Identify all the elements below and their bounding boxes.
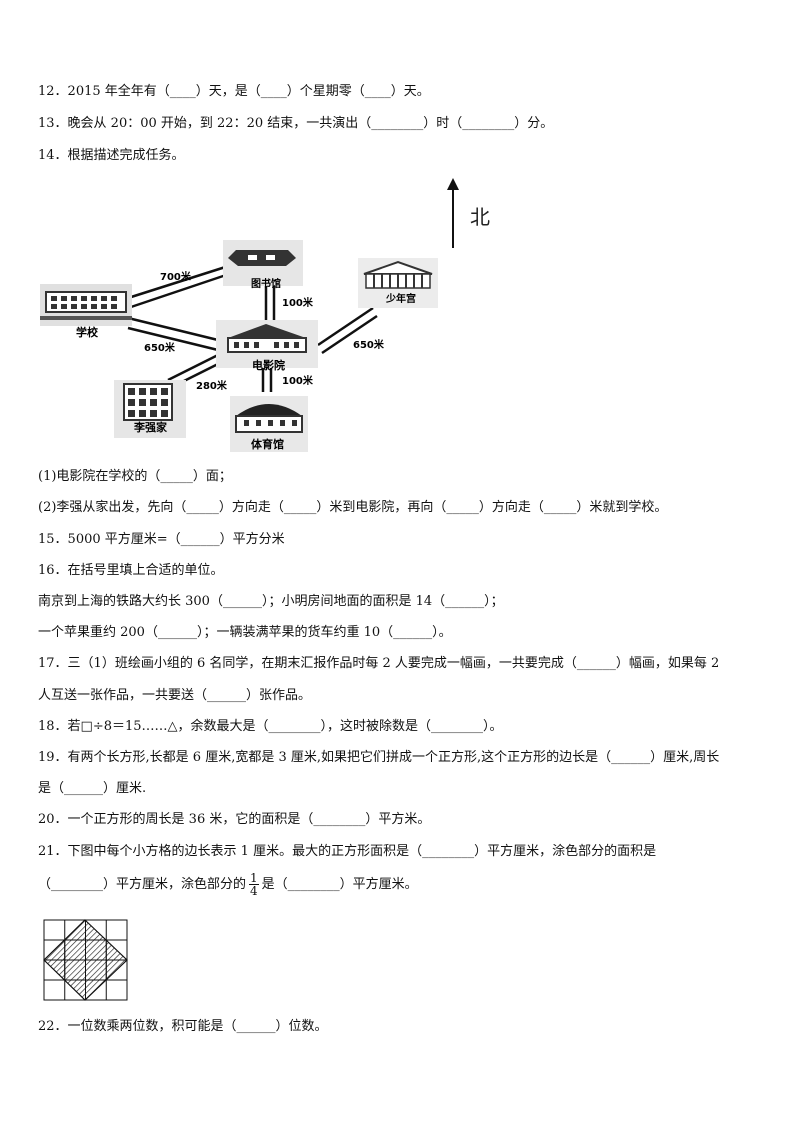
distance-cinema-gym: 100米 xyxy=(282,374,314,387)
youth-palace-building: 少年宫 xyxy=(358,258,438,308)
school-label: 学校 xyxy=(76,325,99,339)
school-building: 学校 xyxy=(40,284,132,339)
distance-cinema-youth: 650米 xyxy=(353,338,385,351)
youth-palace-label: 少年宫 xyxy=(385,292,416,305)
question-21-text-1: （________）平方厘米，涂色部分的 xyxy=(38,877,247,892)
fraction-numerator: 1 xyxy=(249,871,259,885)
question-12: 12．2015 年全年有（____）天，是（____）个星期零（____）天。 xyxy=(38,84,430,99)
distance-library-cinema: 100米 xyxy=(282,296,314,309)
question-19-line-a: 19．有两个长方形,长都是 6 厘米,宽都是 3 厘米,如果把它们拼成一个正方形… xyxy=(38,750,720,765)
cinema-label: 电影院 xyxy=(252,358,285,372)
question-14: 14．根据描述完成任务。 xyxy=(38,148,185,163)
question-16: 16．在括号里填上合适的单位。 xyxy=(38,563,224,578)
library-label: 图书馆 xyxy=(251,277,281,290)
question-13: 13．晚会从 20：00 开始，到 22：20 结束，一共演出（________… xyxy=(38,116,554,131)
question-17-line-a: 17．三（1）班绘画小组的 6 名同学，在期末汇报作品时每 2 人要完成一幅画，… xyxy=(38,656,720,671)
question-14-part-1: (1)电影院在学校的（_____）面； xyxy=(38,469,232,484)
question-18: 18．若□÷8＝15……△，余数最大是（________），这时被除数是（___… xyxy=(38,719,503,734)
distance-school-library: 700米 xyxy=(160,270,192,283)
question-20: 20．一个正方形的周长是 36 米，它的面积是（________）平方米。 xyxy=(38,812,431,827)
gym-building: 体育馆 xyxy=(230,396,308,452)
question-16-line-b: 一个苹果重约 200（______）；一辆装满苹果的货车约重 10（______… xyxy=(38,625,452,640)
question-22: 22．一位数乘两位数，积可能是（______）位数。 xyxy=(38,1019,328,1034)
question-21-line-a: 21．下图中每个小方格的边长表示 1 厘米。最大的正方形面积是（________… xyxy=(38,844,657,859)
north-label: 北 xyxy=(470,205,490,229)
distance-school-cinema: 650米 xyxy=(144,341,176,354)
question-14-part-2: (2)李强从家出发，先向（_____）方向走（_____）米到电影院，再向（__… xyxy=(38,500,668,515)
gym-label: 体育馆 xyxy=(251,437,284,451)
lijia-label: 李强家 xyxy=(133,420,168,434)
lijia-building: 李强家 xyxy=(114,380,186,438)
question-16-line-a: 南京到上海的铁路大约长 300（______）；小明房间地面的面积是 14（__… xyxy=(38,594,504,609)
question-19-line-b: 是（______）厘米. xyxy=(38,781,147,796)
library-building: 图书馆 xyxy=(223,240,303,290)
grid-figure xyxy=(43,919,128,1001)
question-21-text-2: 是（________）平方厘米。 xyxy=(261,877,418,892)
fraction-denominator: 4 xyxy=(250,884,258,898)
cinema-building: 电影院 xyxy=(216,320,318,372)
map-diagram: 北 图书馆 学校 xyxy=(40,178,490,452)
question-15: 15．5000 平方厘米=（______）平方分米 xyxy=(38,532,285,547)
question-17-line-b: 人互送一张作品，一共要送（______）张作品。 xyxy=(38,688,312,703)
distance-lijia-cinema: 280米 xyxy=(196,379,228,392)
